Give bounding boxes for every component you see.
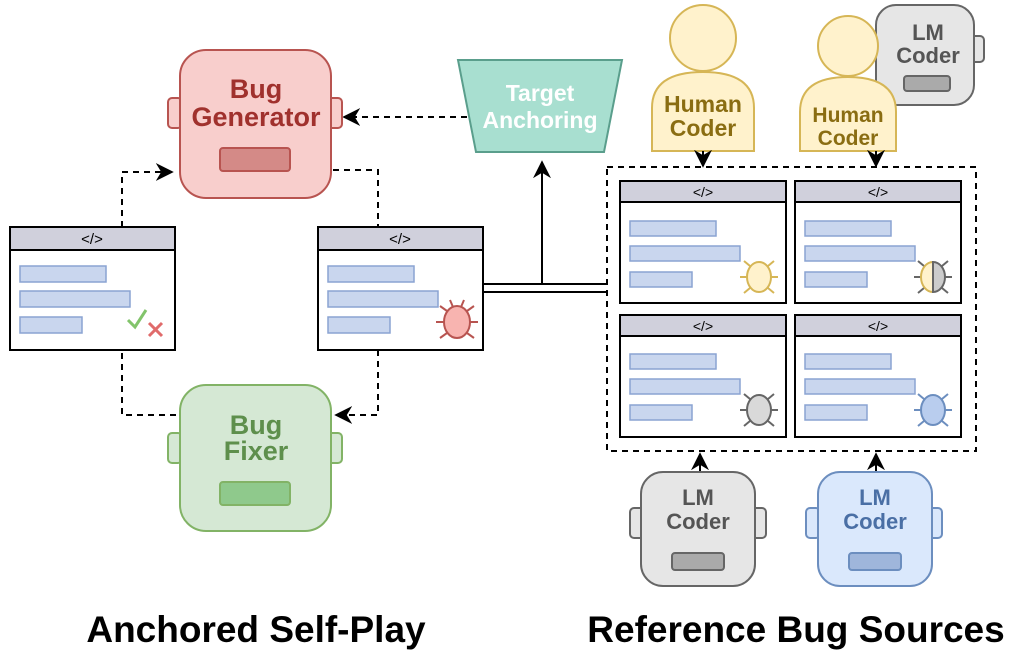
bug-fixer-label-1: Bug <box>230 410 282 440</box>
reference-code-window-3: </> <box>619 314 787 438</box>
human-coder-person-1: Human Coder <box>651 4 755 152</box>
bug-icon <box>740 393 778 427</box>
reference-code-window-4: </> <box>794 314 962 438</box>
lm-coder-robot-gray: LM Coder <box>629 471 767 587</box>
target-anchoring-block: Target Anchoring <box>456 59 624 153</box>
buggy-code-window: </> <box>317 226 484 351</box>
code-tag: </> <box>693 318 713 334</box>
clean-code-window: </> <box>9 226 176 351</box>
bug-fixer-label-2: Fixer <box>224 436 289 466</box>
lm-coder-robot-top: LM Coder <box>875 4 985 106</box>
caption-anchored-self-play: Anchored Self-Play <box>86 609 426 650</box>
reference-bugs-container <box>606 166 977 452</box>
bug-icon <box>740 260 778 294</box>
lm-coder-label-2: Coder <box>843 509 907 534</box>
fixer-mouth <box>219 481 291 506</box>
code-tag: </> <box>693 184 713 200</box>
self-play-connectors <box>121 108 467 424</box>
human-coder-label-2: Coder <box>818 127 879 150</box>
lm-coder-label-2: Coder <box>666 509 730 534</box>
code-tag: </> <box>81 231 103 248</box>
cross-icon <box>147 321 164 338</box>
code-tag: </> <box>389 231 411 248</box>
human-coder-label-2: Coder <box>670 115 737 141</box>
arrow-to-fixer <box>334 350 379 424</box>
reference-code-window-2: </> <box>794 180 962 304</box>
fixer-to-code <box>121 350 176 416</box>
lm-coder-label-2: Coder <box>896 43 960 68</box>
lm-arrows <box>691 452 885 471</box>
code-tag: </> <box>868 184 888 200</box>
target-anchoring-label-2: Anchoring <box>483 107 598 133</box>
arrow-to-generator <box>121 163 174 227</box>
caption-reference-bug-sources: Reference Bug Sources <box>587 609 1004 650</box>
lm-coder-label-1: LM <box>682 485 714 510</box>
bug-generator-robot: Bug Generator <box>167 49 343 199</box>
bug-generator-label-2: Generator <box>191 102 321 132</box>
check-icon <box>126 309 148 330</box>
human-arrows <box>694 149 885 168</box>
human-coder-person-2: Human Coder <box>799 15 897 152</box>
bug-icon <box>436 299 478 339</box>
code-tag: </> <box>868 318 888 334</box>
bug-fixer-robot: Bug Fixer <box>167 384 343 532</box>
human-coder-label-1: Human <box>664 91 742 117</box>
lm-coder-label-1: LM <box>859 485 891 510</box>
generator-mouth <box>219 147 291 172</box>
bug-icon <box>914 260 952 294</box>
generator-to-buggy-code <box>333 169 379 227</box>
bug-generator-label-1: Bug <box>230 74 282 104</box>
human-coder-label-1: Human <box>812 104 883 127</box>
bug-icon <box>914 393 952 427</box>
target-anchoring-label-1: Target <box>506 80 575 106</box>
lm-coder-label-1: LM <box>912 20 944 45</box>
reference-code-window-1: </> <box>619 180 787 304</box>
lm-coder-robot-blue: LM Coder <box>805 471 943 587</box>
reference-connector <box>484 160 607 293</box>
